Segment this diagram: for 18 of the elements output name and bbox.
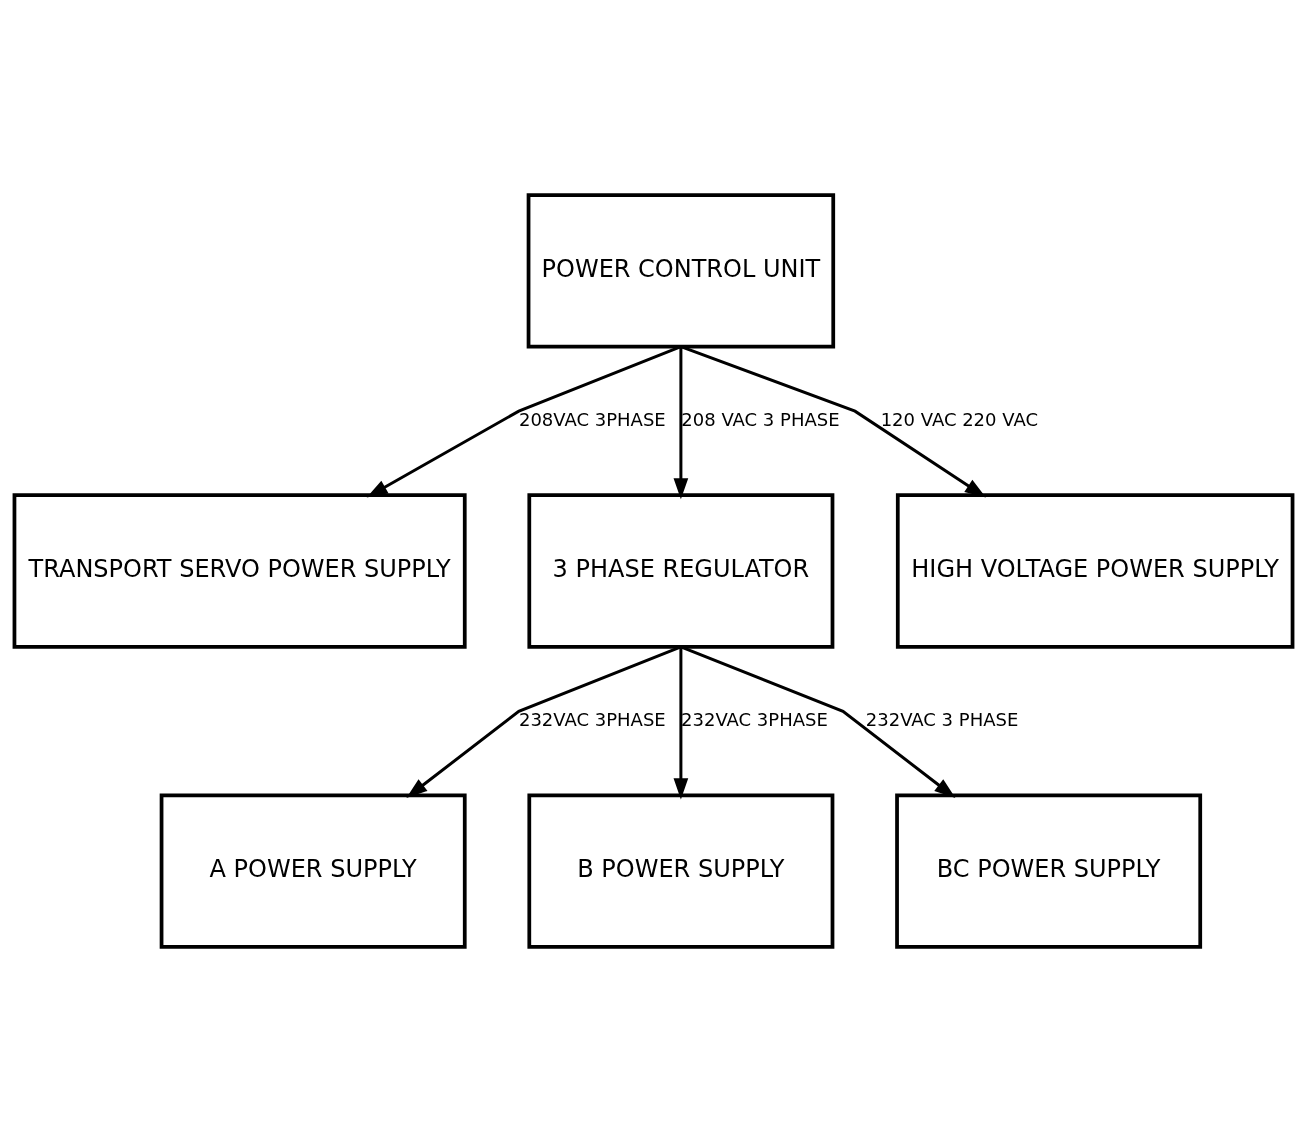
edge-label: 208 VAC 3 PHASE bbox=[681, 408, 840, 430]
node-box: A POWER SUPPLY bbox=[159, 793, 467, 949]
edge-label: 232VAC 3PHASE bbox=[681, 708, 828, 730]
node-box: BC POWER SUPPLY bbox=[895, 793, 1203, 949]
edge-label: 232VAC 3 PHASE bbox=[865, 708, 1019, 730]
edge-label: 232VAC 3PHASE bbox=[518, 708, 666, 730]
edge-label: 120 VAC 220 VAC bbox=[880, 408, 1038, 430]
node-box: POWER CONTROL UNIT bbox=[526, 192, 836, 348]
node-box: B POWER SUPPLY bbox=[527, 793, 835, 949]
node-box: TRANSPORT SERVO POWER SUPPLY bbox=[12, 492, 467, 649]
arrow bbox=[673, 346, 689, 499]
arrow bbox=[406, 644, 682, 798]
arrow bbox=[366, 344, 682, 497]
arrow bbox=[673, 646, 689, 799]
edge-label: 208VAC 3PHASE bbox=[518, 408, 666, 430]
node-box: 3 PHASE REGULATOR bbox=[527, 492, 835, 649]
arrow bbox=[680, 344, 986, 497]
node-box: HIGH VOLTAGE POWER SUPPLY bbox=[895, 492, 1295, 649]
